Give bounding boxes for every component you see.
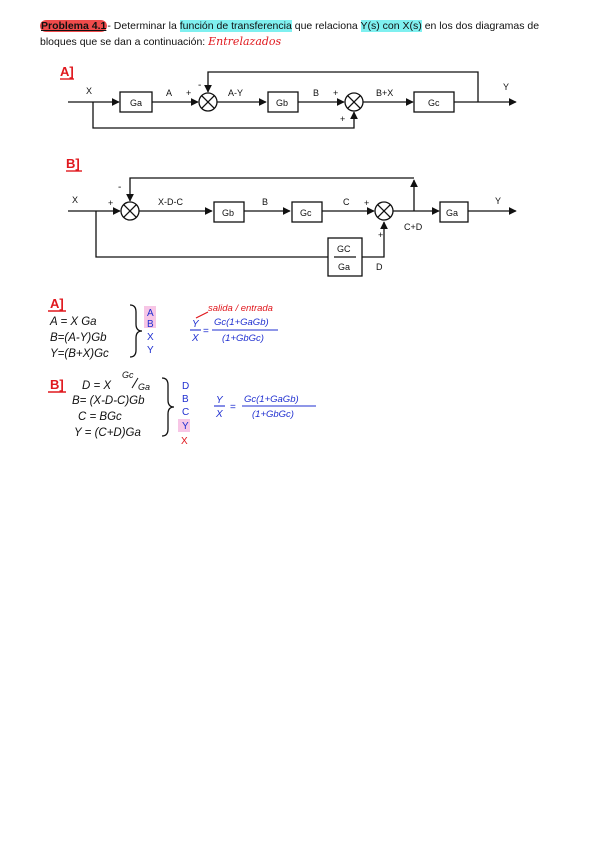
diagram-b-sum-2 (374, 201, 394, 221)
notes-a-var-3: X (147, 332, 154, 343)
diagram-b-sig-c: C (343, 197, 350, 207)
diagram-a-input-label: X (86, 86, 92, 96)
diagram-b-block-ga-label: Ga (446, 208, 458, 218)
notes-a-var-2: B (147, 319, 154, 330)
diagram-b-sig-x-d-c: X-D-C (158, 197, 183, 207)
statement-text-1: - Determinar la (107, 20, 180, 32)
notes-a-var-highlight (144, 306, 156, 328)
diagram-a-sum-1 (198, 92, 218, 112)
diagram-a-block-ga-label: Ga (130, 98, 142, 108)
notes-a-rhs-den: (1+GbGc) (222, 333, 264, 344)
notes-a-rhs-num: Gc(1+GaGb) (214, 317, 269, 328)
b-sum1-plus-sign: + (108, 198, 113, 208)
notes-b-eq-1: D = X (82, 380, 112, 392)
sum2-plus-sign-left: + (333, 88, 338, 98)
notes-b-var-5: X (181, 436, 188, 447)
notes-b-rhs-num: Gc(1+GaGb) (244, 394, 299, 405)
notes-b-var-2: B (182, 394, 189, 405)
diagram-b: B] X + - X-D-C Gb B Gc C + + (66, 156, 517, 277)
notes-a-eq-3: Y=(B+X)Gc (50, 348, 109, 360)
b-sum2-plus-sign-left: + (364, 198, 369, 208)
sum1-plus-sign: + (186, 88, 191, 98)
notes-b: B] D = X Gc Ga B= (X-D-C)Gb C = BGc Y = … (48, 370, 316, 447)
notes-a-lhs-den: X (191, 333, 199, 344)
diagram-b-sum-1 (120, 201, 140, 221)
diagram-b-frac-num: GC (337, 244, 351, 254)
notes-a-equals: = (203, 326, 209, 337)
notes-a-eq-2: B=(A-Y)Gb (50, 332, 107, 344)
diagram-b-tag: B] (66, 156, 80, 171)
notes-b-var-1: D (182, 381, 189, 392)
statement-text-3: en los dos diagramas de bloques que se d… (40, 20, 540, 48)
annotation-entrelazados: Entrelazados (208, 35, 282, 48)
notes-b-eq-3: C = BGc (78, 411, 122, 423)
notes-b-eq-2: B= (X-D-C)Gb (72, 395, 145, 407)
notes-b-lhs-num: Y (216, 395, 224, 406)
diagram-b-frac-den: Ga (338, 262, 350, 272)
diagram-b-block-gc (291, 201, 323, 223)
notes-b-var-3: C (182, 407, 189, 418)
notes-a-eq-1: A = X Ga (49, 316, 97, 328)
diagram-a: A] X Ga A + - A-Y Gb B + + B+ (60, 64, 517, 129)
notes-b-var-highlight (178, 419, 190, 432)
diagram-b-block-gb (213, 201, 245, 223)
notes-b-equals: = (230, 402, 236, 413)
notes-a-var-4: Y (147, 345, 154, 356)
notes-a: A] A = X Ga B=(A-Y)Gb Y=(B+X)Gc A B X Y … (48, 296, 278, 360)
diagram-a-output-label: Y (503, 82, 509, 92)
notes-a-side-note: salida / entrada (208, 303, 273, 314)
problem-label: Problema 4.1 (40, 20, 108, 32)
notes-a-brace (129, 304, 143, 358)
diagram-a-sig-a: A (166, 88, 172, 98)
diagram-b-input-label: X (72, 195, 78, 205)
diagram-a-sig-b-x: B+X (376, 88, 393, 98)
highlight-y-x: Y(s) con X(s) (360, 20, 422, 32)
notes-b-eq-4: Y = (C+D)Ga (74, 427, 141, 439)
diagram-b-sig-b: B (262, 197, 268, 207)
diagram-a-block-gb-label: Gb (276, 98, 288, 108)
diagram-b-output-label: Y (495, 196, 501, 206)
notes-b-lhs-den: X (215, 409, 223, 420)
diagram-a-tag: A] (60, 64, 74, 79)
diagram-b-sig-c-d: C+D (404, 222, 423, 232)
notes-b-brace (161, 377, 175, 437)
notes-b-tag: B] (50, 377, 64, 392)
sum1-minus-sign: - (198, 80, 201, 91)
b-sum1-minus-sign: - (118, 182, 121, 193)
notes-b-eq-1-frac-num: Gc (122, 370, 134, 380)
notes-a-var-1: A (147, 308, 154, 319)
diagram-a-block-gc-label: Gc (428, 98, 440, 108)
notes-a-lhs-num: Y (192, 319, 200, 330)
diagram-b-block-gc-label: Gc (300, 208, 312, 218)
diagram-a-sum-2 (344, 92, 364, 112)
b-sum2-plus-sign-bottom: + (378, 230, 383, 240)
diagram-a-sig-a-y: A-Y (228, 88, 243, 98)
diagram-b-sig-d: D (376, 262, 383, 272)
statement-text-2: que relaciona (291, 20, 361, 32)
diagram-b-block-ga (439, 201, 469, 223)
diagram-a-sig-b: B (313, 88, 319, 98)
highlight-transfer-function: función de transferencia (179, 20, 292, 32)
notes-b-var-4: Y (182, 421, 189, 432)
notes-a-tag: A] (50, 296, 64, 311)
notes-b-eq-1-frac-den: Ga (138, 382, 150, 392)
notes-b-rhs-den: (1+GbGc) (252, 409, 294, 420)
diagram-b-block-gb-label: Gb (222, 208, 234, 218)
problem-statement: Problema 4.1- Determinar la función de t… (40, 18, 560, 50)
sum2-plus-sign-bottom: + (340, 114, 345, 124)
